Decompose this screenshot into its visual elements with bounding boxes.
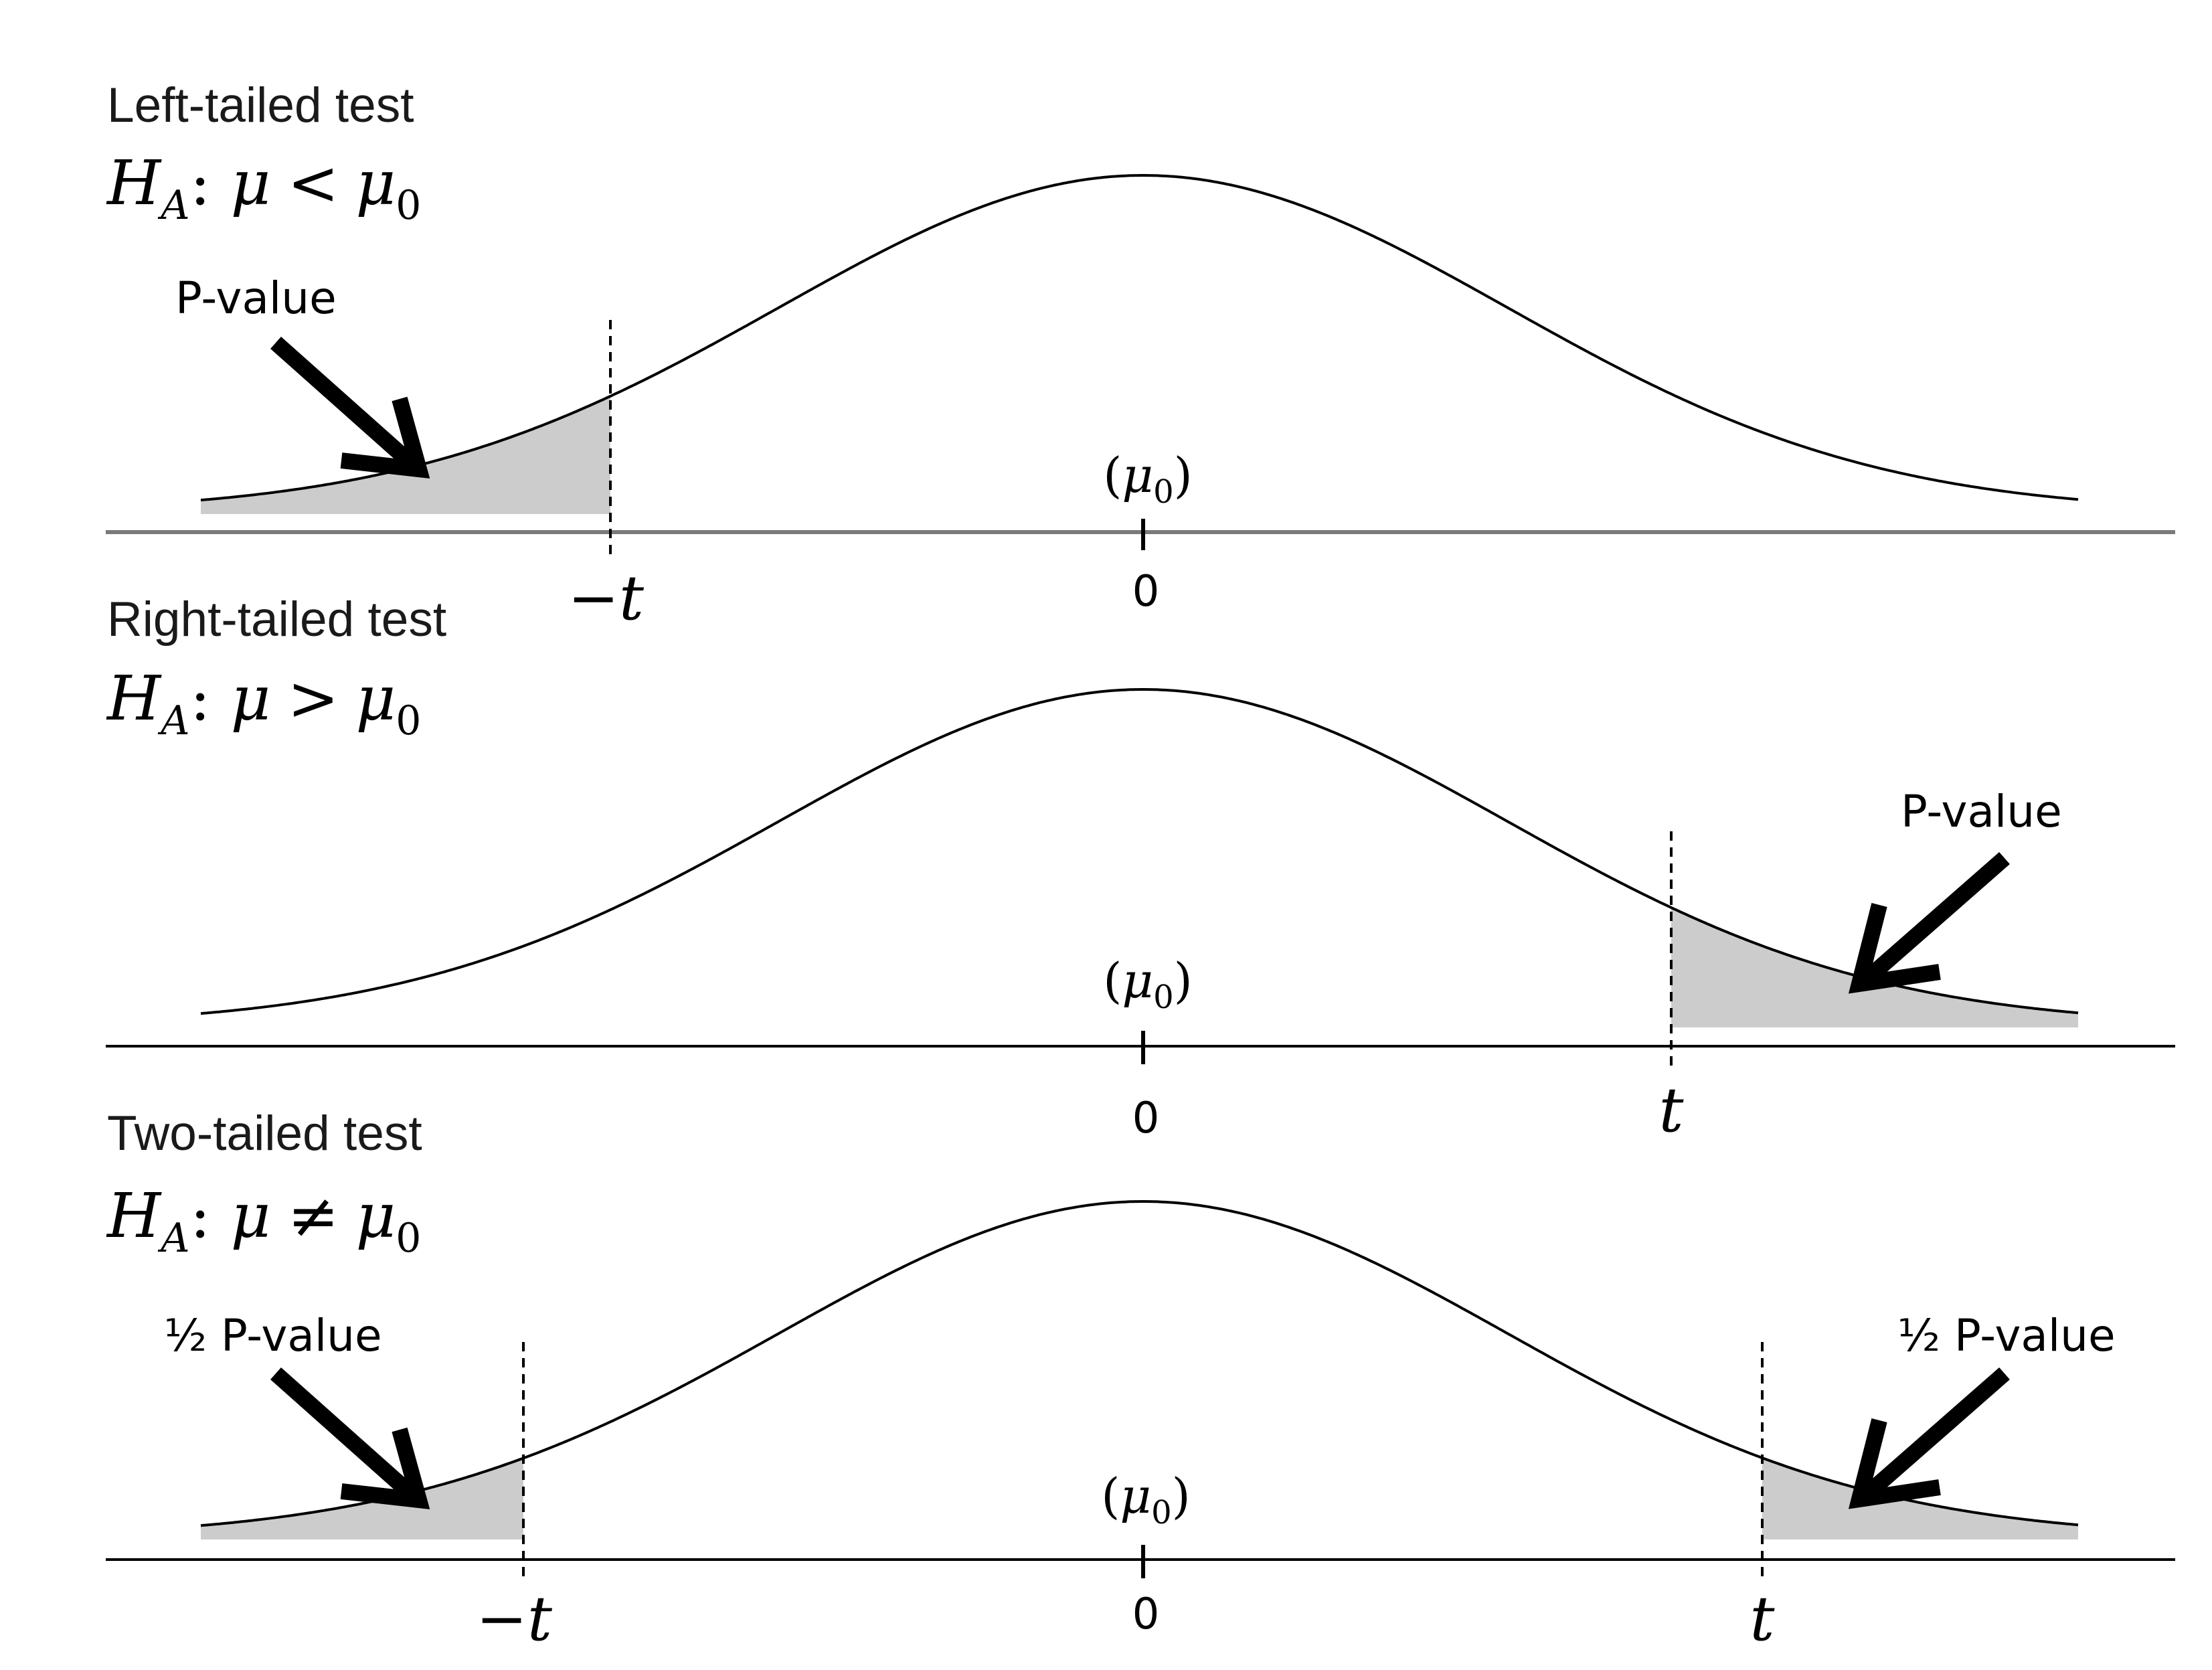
panel-title: Left-tailed test bbox=[107, 78, 414, 133]
mean-label: (μ0) bbox=[1103, 952, 1193, 1016]
zero-label: 0 bbox=[1132, 1590, 1160, 1639]
half-p-value-left-shaded-region bbox=[201, 1458, 523, 1539]
distribution-curve bbox=[200, 174, 2079, 502]
distribution-curve bbox=[200, 1200, 2079, 1527]
mean-label: (μ0) bbox=[1101, 1468, 1191, 1531]
p-value-shaded-region bbox=[1671, 908, 2078, 1027]
panel-right-tailed: Right-tailed test HA:μ>μ0 (μ0) 0 t P-val… bbox=[106, 592, 2175, 1146]
critical-value-label: −t bbox=[568, 562, 645, 634]
p-value-label: P-value bbox=[1901, 786, 2062, 837]
panel-title: Right-tailed test bbox=[107, 592, 446, 647]
alternative-hypothesis: HA:μ<μ0 bbox=[106, 147, 421, 229]
distribution-curve bbox=[200, 688, 2079, 1015]
half-p-value-arrow-right bbox=[1848, 1367, 2010, 1509]
alternative-hypothesis: HA:μ>μ0 bbox=[106, 663, 421, 744]
critical-value-label-right: t bbox=[1750, 1583, 1776, 1655]
critical-value-label-left: −t bbox=[476, 1583, 553, 1655]
panel-left-tailed: Left-tailed test HA:μ<μ0 (μ0) 0 −t P-val… bbox=[106, 78, 2175, 634]
panel-title: Two-tailed test bbox=[107, 1106, 422, 1161]
half-p-value-label-right: ½ P-value bbox=[1897, 1310, 2116, 1361]
half-p-value-label-left: ½ P-value bbox=[164, 1310, 382, 1361]
half-p-value-right-shaded-region bbox=[1762, 1458, 2078, 1539]
half-p-value-arrow-left bbox=[270, 1367, 430, 1509]
zero-label: 0 bbox=[1132, 1094, 1160, 1143]
zero-label: 0 bbox=[1132, 567, 1160, 616]
mean-label: (μ0) bbox=[1103, 447, 1193, 511]
p-value-shaded-region bbox=[201, 396, 610, 514]
panel-two-tailed: Two-tailed test HA:μ≠μ0 (μ0) 0 −t t ½ P-… bbox=[106, 1106, 2175, 1655]
alternative-hypothesis: HA:μ≠μ0 bbox=[106, 1180, 421, 1262]
critical-value-label: t bbox=[1659, 1074, 1685, 1146]
p-value-arrow bbox=[270, 337, 430, 479]
p-value-arrow bbox=[1848, 851, 2010, 994]
p-value-label: P-value bbox=[175, 272, 337, 324]
